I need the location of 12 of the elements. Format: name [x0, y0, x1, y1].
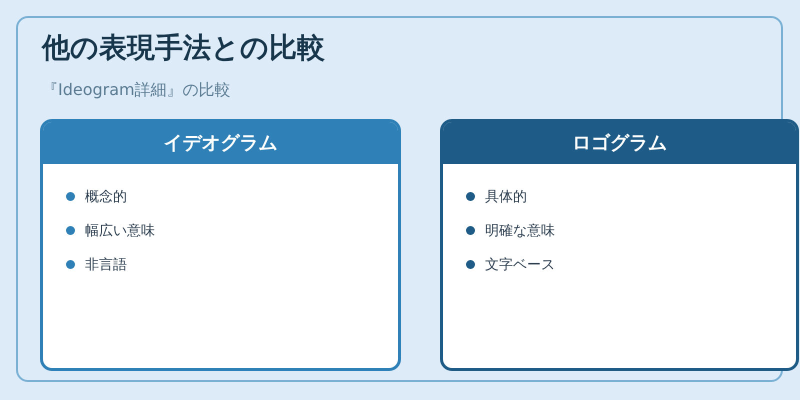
list-item-text: 文字ベース	[485, 256, 555, 275]
card-header: イデオグラム	[43, 122, 398, 164]
list-item-text: 幅広い意味	[85, 222, 155, 241]
list-item-text: 概念的	[85, 188, 127, 207]
comparison-card	[440, 119, 799, 371]
list-item-text: 具体的	[485, 188, 527, 207]
page-title: 他の表現手法との比較	[42, 30, 325, 66]
list-item-text: 明確な意味	[485, 222, 555, 241]
list-item-text: 非言語	[85, 256, 127, 275]
comparison-card	[40, 119, 401, 371]
card-header: ロゴグラム	[443, 122, 796, 164]
subtitle: 『Ideogram詳細』の比較	[42, 79, 231, 101]
